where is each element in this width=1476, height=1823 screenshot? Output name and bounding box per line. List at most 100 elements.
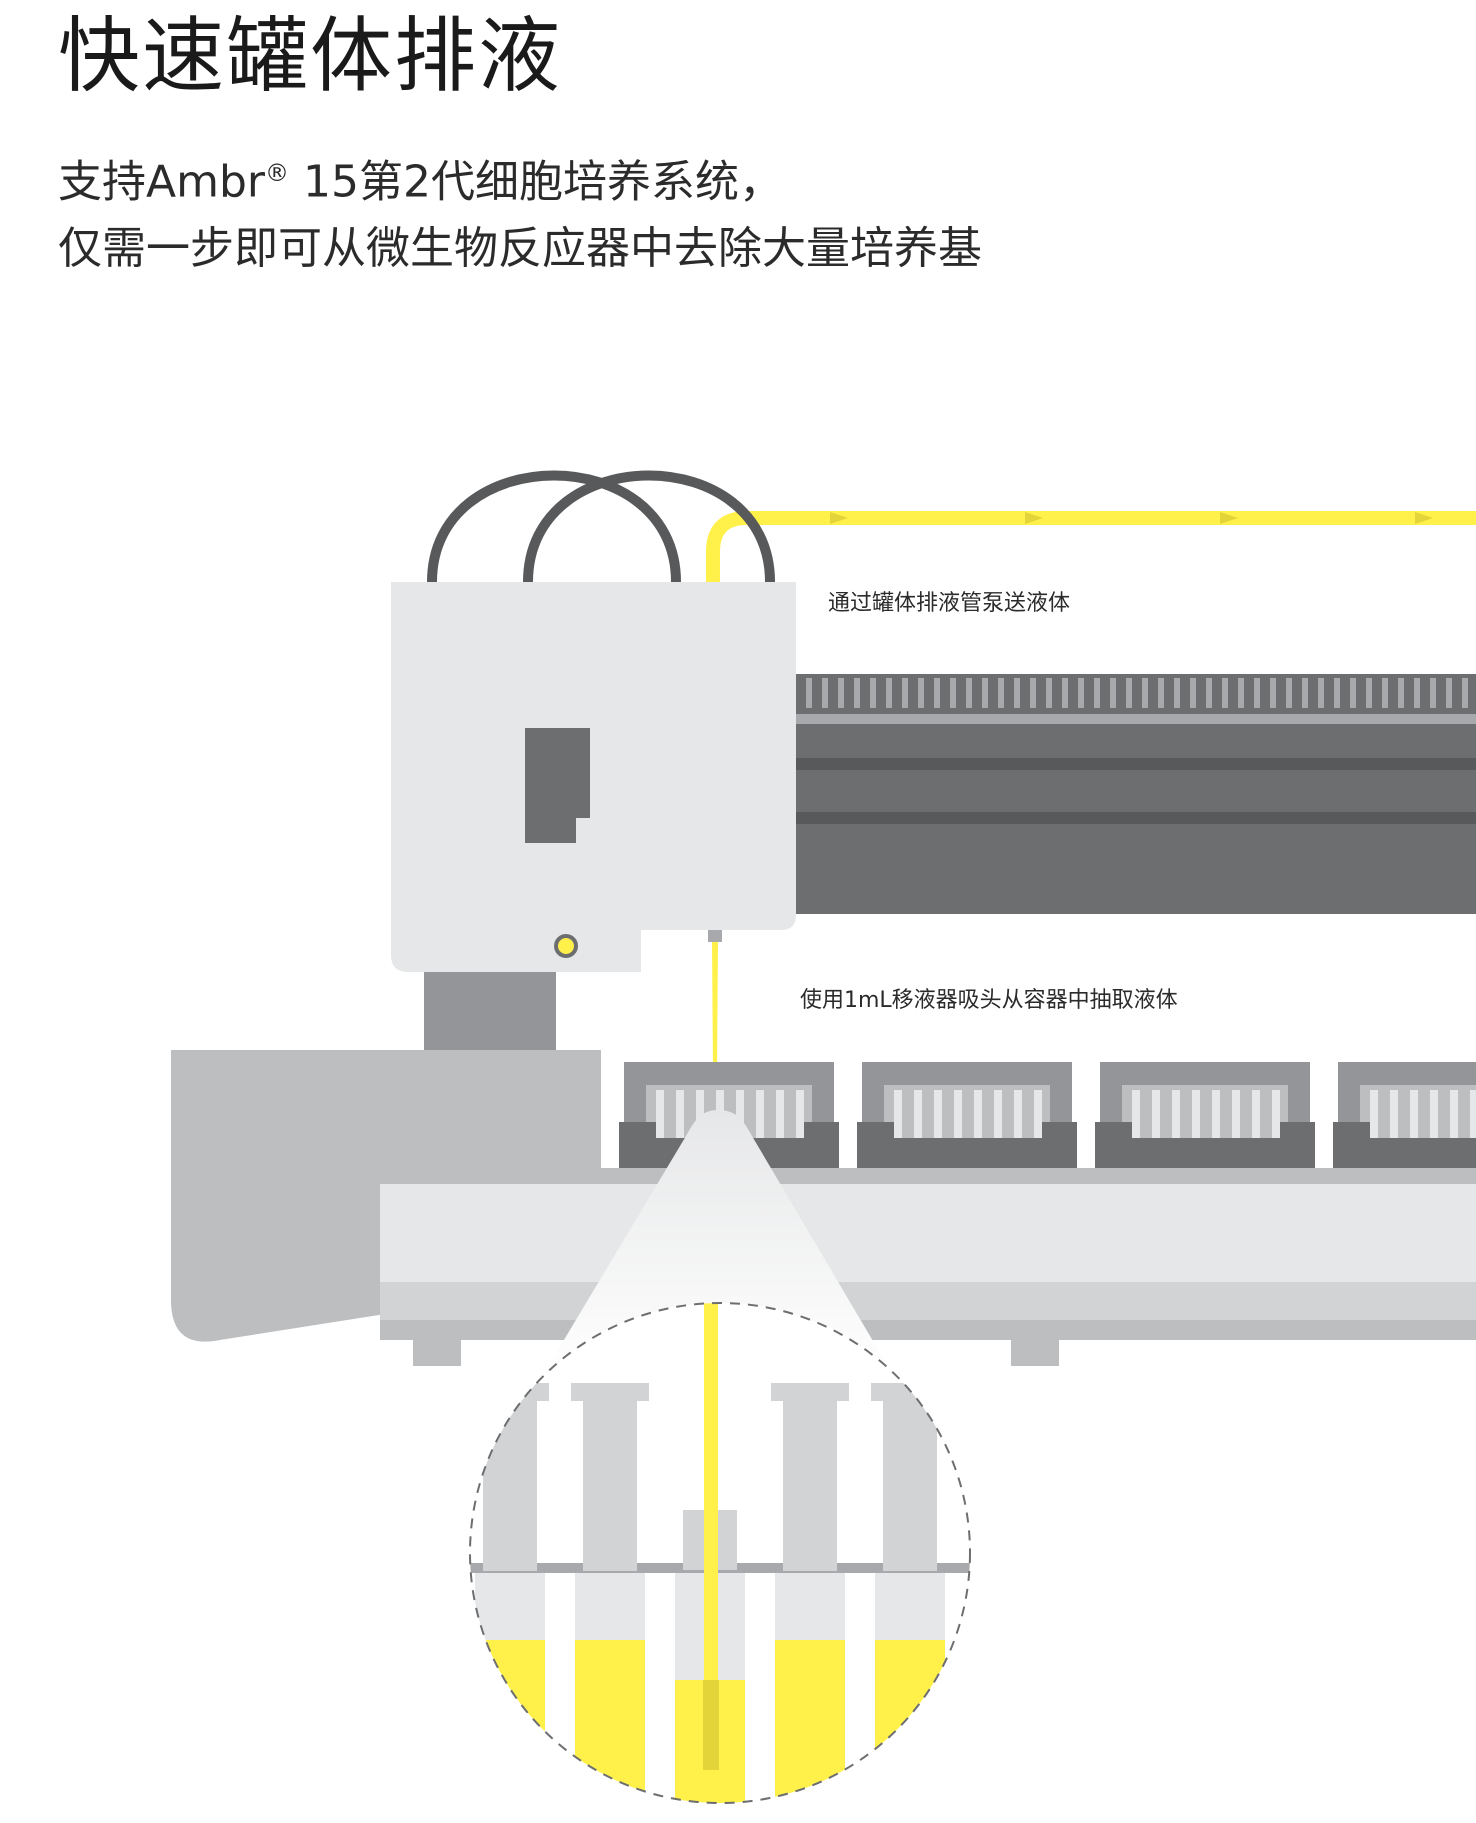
rail-tick	[854, 678, 860, 708]
cassette-vessel	[1034, 1090, 1042, 1140]
rail-tick	[1286, 678, 1292, 708]
pipette-stream	[712, 942, 718, 1070]
rail-tick	[966, 678, 972, 708]
vessel-stem	[483, 1401, 537, 1571]
rail-tick	[1030, 678, 1036, 708]
cassette-vessel	[1390, 1090, 1398, 1140]
base-top-edge	[380, 1168, 1476, 1184]
subtitle-line1-b: 15第2代细胞培养系统，	[288, 156, 783, 208]
rail-tick	[1142, 678, 1148, 708]
vessel-liquid	[475, 1640, 545, 1803]
pipette-callout: 使用1mL移液器吸头从容器中抽取液体	[800, 988, 1178, 1013]
rail-tick	[1254, 678, 1260, 708]
rail-stripe	[796, 812, 1476, 824]
cassette-vessel	[656, 1090, 664, 1140]
rail-tick	[902, 678, 908, 708]
cassette-vessel	[676, 1090, 684, 1140]
cassette-vessel	[934, 1090, 942, 1140]
vessel-cap	[471, 1383, 549, 1401]
cassette-vessel	[796, 1090, 804, 1140]
rail-tick	[1318, 678, 1324, 708]
handler-neck	[424, 960, 556, 1060]
rail-tick	[1366, 678, 1372, 708]
flow-arrow	[830, 512, 848, 524]
vessel-stem	[883, 1401, 937, 1571]
cassette-vessel	[1252, 1090, 1260, 1140]
magnifier-cone	[540, 1110, 896, 1380]
cassette-vessel	[1410, 1090, 1418, 1140]
rail-tick	[1382, 678, 1388, 708]
rail-tick	[934, 678, 940, 708]
base-foot	[413, 1340, 461, 1366]
tube-loop	[427, 470, 681, 583]
flow-arrows	[830, 512, 1433, 524]
rail-ticks	[806, 678, 1468, 708]
handler-window	[525, 728, 590, 843]
cassette-vessel	[1272, 1090, 1280, 1140]
rail-tick	[1014, 678, 1020, 708]
rail-tick	[1206, 678, 1212, 708]
subtitle-line1-a: 支持Ambr	[58, 156, 265, 208]
cassette-vessel	[1152, 1090, 1160, 1140]
cassette-clamp	[1333, 1122, 1476, 1168]
cassette-vessel	[1430, 1090, 1438, 1140]
tube-loop	[523, 470, 775, 583]
cassette-vessel	[1172, 1090, 1180, 1140]
cassette-vessel	[994, 1090, 1002, 1140]
cassette-vessel	[974, 1090, 982, 1140]
vessel-liquid	[575, 1640, 645, 1803]
vessel-cassette	[1095, 1062, 1315, 1172]
rail-tick	[1046, 678, 1052, 708]
cassette-vessel	[1370, 1090, 1378, 1140]
cassette-vessel	[1192, 1090, 1200, 1140]
pump-callout: 通过罐体排液管泵送液体	[828, 591, 1071, 616]
vessel-cap	[771, 1383, 849, 1401]
page-title: 快速罐体排液	[58, 9, 563, 104]
rail-tick	[1270, 678, 1276, 708]
cassette-vessel	[894, 1090, 902, 1140]
cassette-vessel	[1450, 1090, 1458, 1140]
rail-tick	[822, 678, 828, 708]
base-bottom-edge	[380, 1320, 1476, 1340]
zoom-detail	[470, 1303, 970, 1803]
rail-tick	[1398, 678, 1404, 708]
cassette-vessel	[1132, 1090, 1140, 1140]
zoom-pipette-stream	[704, 1303, 718, 1768]
vessel-cassette	[857, 1062, 1077, 1172]
vessel-stem	[583, 1401, 637, 1571]
zoom-vessel	[771, 1383, 849, 1803]
rail-tick	[982, 678, 988, 708]
rail-tick	[1238, 678, 1244, 708]
rail-tick	[1302, 678, 1308, 708]
rail-tick	[870, 678, 876, 708]
cassette-window	[884, 1085, 1050, 1145]
vessel-cassette	[1333, 1062, 1476, 1172]
cassette-vessel	[1232, 1090, 1240, 1140]
vessel-stem	[783, 1401, 837, 1571]
indicator-light	[554, 934, 578, 958]
handler-body	[391, 582, 796, 972]
cassette-vessel	[776, 1090, 784, 1140]
rail-tick	[806, 678, 812, 708]
registered-mark: ®	[264, 159, 289, 187]
base-bottom-band	[380, 1282, 1476, 1320]
rail-tick	[1222, 678, 1228, 708]
rail-tick	[1430, 678, 1436, 708]
flow-arrow	[1415, 512, 1433, 524]
rail-tick	[1414, 678, 1420, 708]
base-foot	[1011, 1340, 1059, 1366]
zoom-outline	[469, 1302, 971, 1804]
rail-tick	[1094, 678, 1100, 708]
cassette-vessel	[756, 1090, 764, 1140]
rail-stripe	[796, 758, 1476, 770]
cassette-vessel	[736, 1090, 744, 1140]
rail-tick	[1062, 678, 1068, 708]
zoom-pipette-tip	[703, 1680, 719, 1770]
vessel-cap	[571, 1383, 649, 1401]
rail-tick	[1110, 678, 1116, 708]
rail-tick	[1078, 678, 1084, 708]
cassette-vessel	[696, 1090, 704, 1140]
drain-line	[706, 511, 1476, 582]
flow-arrow	[1220, 512, 1238, 524]
